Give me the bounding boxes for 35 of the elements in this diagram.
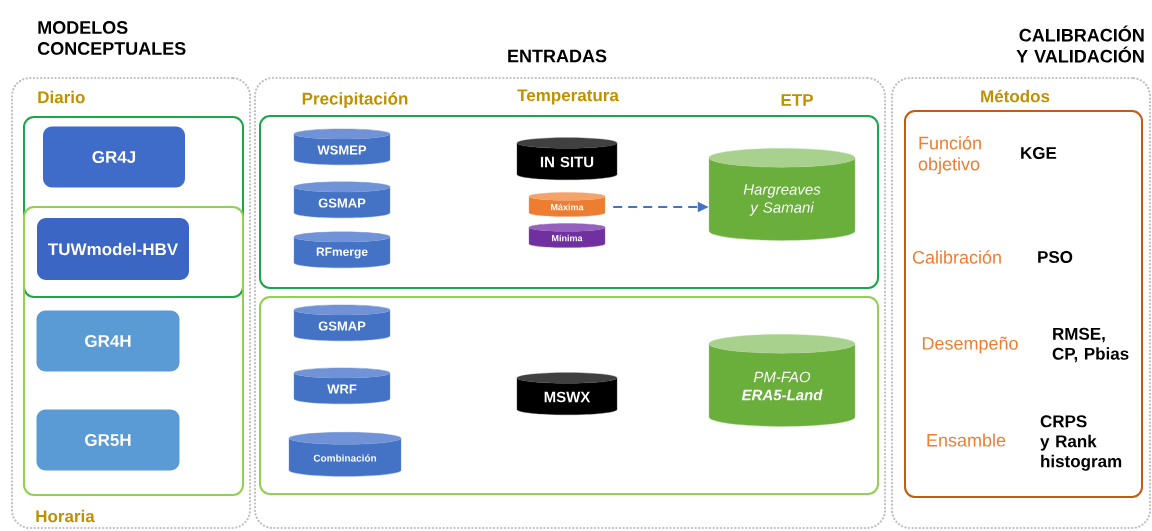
- section-heading: MODELOS CONCEPTUALES: [37, 21, 186, 55]
- database-cylinder: PM-FAO ERA5-Land: [708, 334, 856, 427]
- method-value: PSO: [1038, 251, 1073, 264]
- method-label: Función objetivo: [918, 136, 981, 174]
- database-cylinder: Mínima: [528, 223, 606, 248]
- database-cylinder: MSWX: [516, 372, 618, 415]
- section-heading: ENTRADAS: [508, 49, 607, 63]
- method-value: CRPS y Rank histogram: [1040, 415, 1122, 471]
- database-cylinder: IN SITU: [516, 137, 618, 180]
- group-heading: Temperatura: [517, 89, 619, 105]
- model-box: TUWmodel-HBV: [37, 218, 189, 280]
- database-cylinder: WSMEP: [293, 128, 391, 166]
- group-heading: Precipitación: [302, 92, 408, 108]
- group-heading: Diario: [38, 90, 85, 104]
- method-value: RMSE, CP, Pbias: [1052, 327, 1129, 363]
- database-cylinder: WRF: [293, 367, 391, 405]
- section-heading: CALIBRACIÓN Y VALIDACIÓN: [1016, 25, 1144, 63]
- method-label: Ensamble: [927, 433, 1006, 447]
- database-cylinder: Hargreaves y Samani: [708, 148, 856, 241]
- method-label: Calibración: [912, 250, 1001, 264]
- group-box: [259, 296, 879, 495]
- database-cylinder: Combinación: [288, 432, 402, 477]
- database-cylinder: GSMAP: [293, 181, 391, 219]
- model-box: GR5H: [36, 409, 180, 471]
- group-box: [259, 115, 879, 289]
- group-heading: Horaria: [36, 509, 95, 523]
- method-label: Desempeño: [922, 336, 1018, 354]
- database-cylinder: RFmerge: [293, 231, 391, 269]
- group-heading: Métodos: [981, 89, 1050, 103]
- database-cylinder: GSMAP: [293, 304, 391, 342]
- group-heading: ETP: [781, 94, 813, 106]
- database-cylinder: Máxima: [528, 192, 606, 217]
- method-value: KGE: [1021, 147, 1057, 160]
- model-box: GR4H: [36, 310, 180, 372]
- model-box: GR4J: [43, 126, 185, 188]
